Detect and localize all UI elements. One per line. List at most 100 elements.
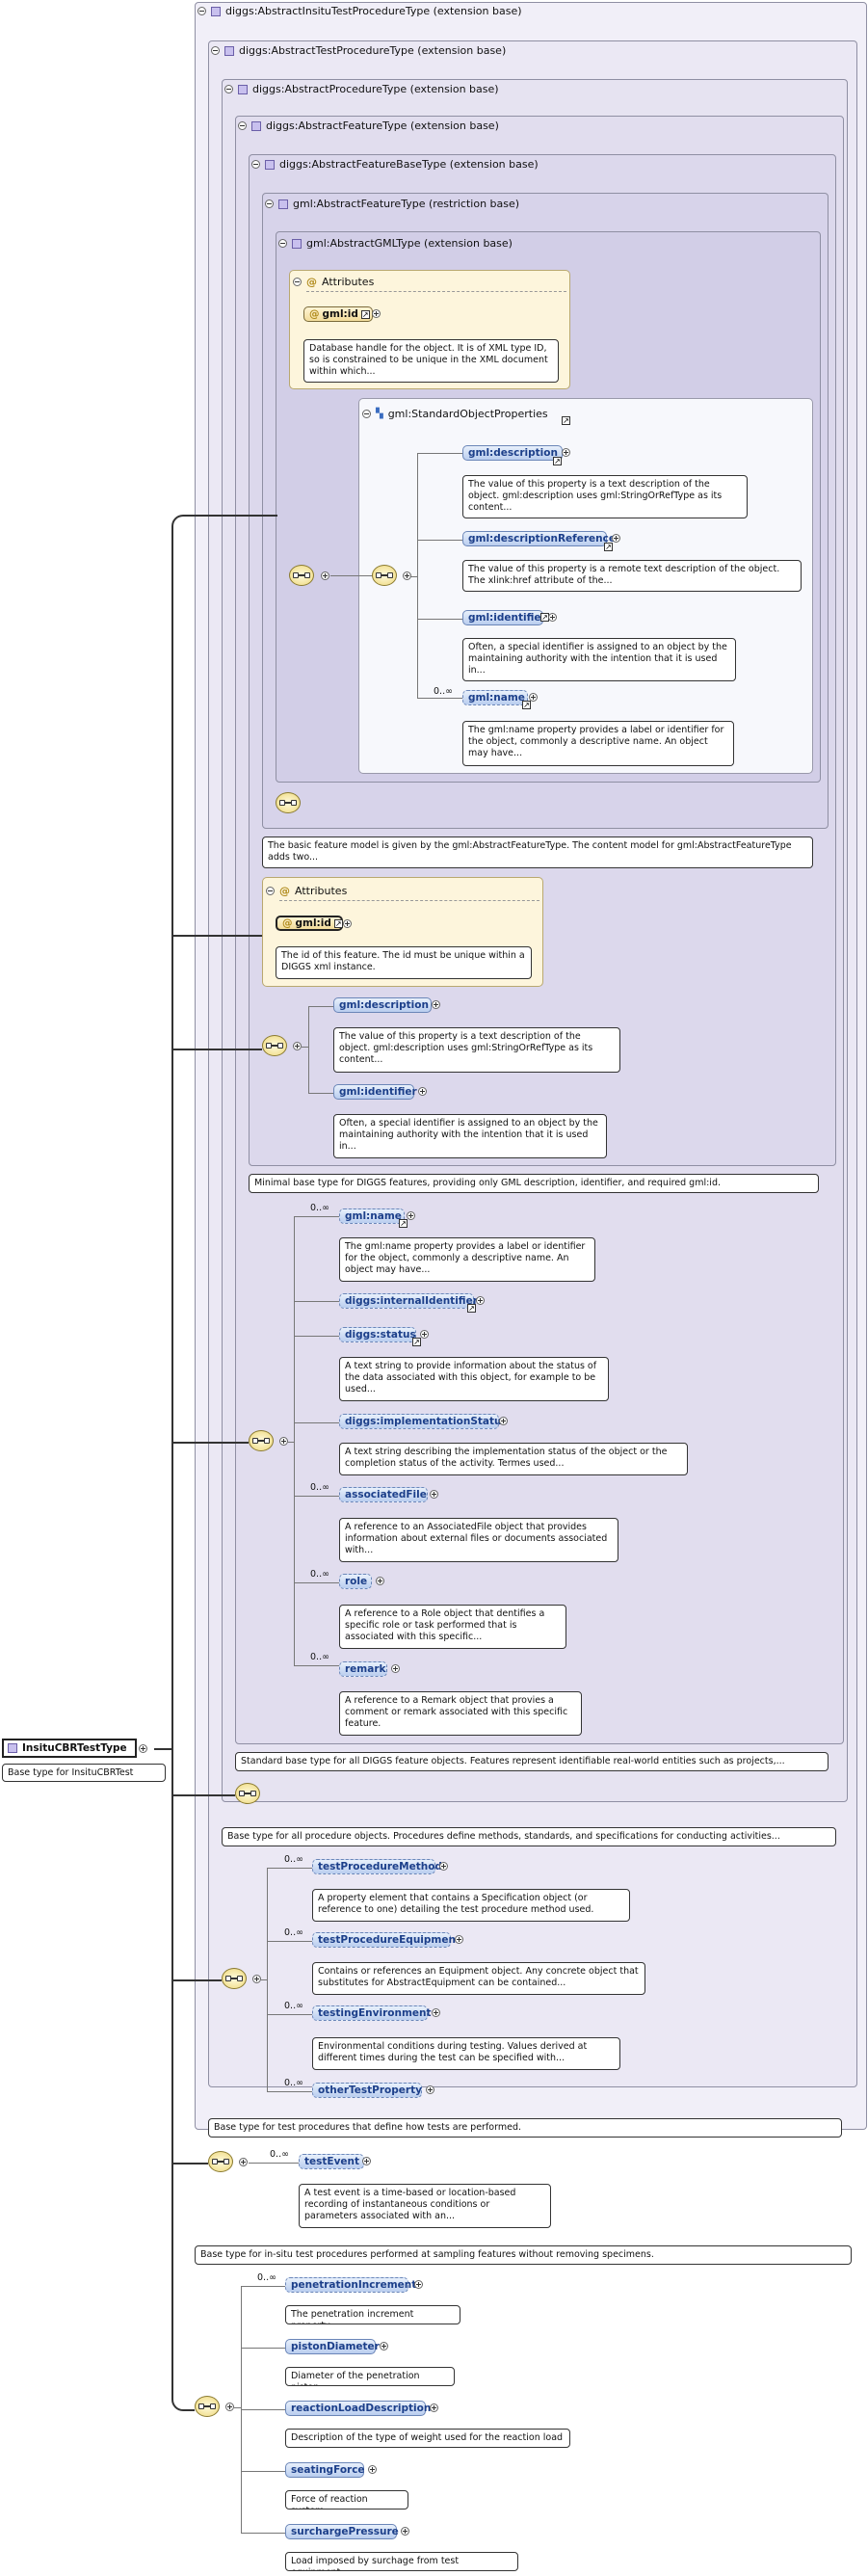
root-type-box[interactable]: InsituCBRTestType [2,1739,137,1758]
connector [173,2163,208,2164]
collapse-icon[interactable] [362,410,371,418]
link-icon[interactable]: ↗ [553,457,562,465]
collapse-icon[interactable] [251,160,260,169]
feature-el-4[interactable]: associatedFile [339,1487,428,1502]
sequence-icon[interactable] [208,2151,233,2172]
expand-icon[interactable] [499,1417,508,1425]
sequence-icon[interactable] [262,1035,287,1056]
expand-icon[interactable] [401,2527,409,2536]
expand-icon[interactable] [418,1087,427,1096]
expand-icon[interactable] [225,2403,234,2411]
link-icon[interactable]: ↗ [412,1338,421,1346]
frame-abstract-insitu-title[interactable]: diggs:AbstractInsituTestProcedureType (e… [197,5,522,17]
sequence-icon[interactable] [235,1783,260,1804]
sequence-icon[interactable] [249,1430,274,1451]
cbr-el-4[interactable]: surchargePressure [285,2524,399,2539]
frame-gml-feature-title[interactable]: gml:AbstractFeatureType (restriction bas… [265,198,519,210]
collapse-icon[interactable] [211,46,220,55]
cbr-el-3[interactable]: seatingForce [285,2462,365,2478]
expand-icon[interactable] [252,1975,261,1983]
sequence-icon[interactable] [195,2396,220,2417]
feature-el-3[interactable]: diggs:implementationStatus [339,1414,508,1429]
expand-icon[interactable] [293,1042,302,1050]
expand-icon[interactable] [432,2008,440,2017]
link-icon[interactable]: ↗ [522,701,531,709]
expand-icon[interactable] [426,2085,434,2094]
link-icon[interactable]: ↗ [562,416,570,425]
std-el-1[interactable]: gml:descriptionReference [462,531,616,546]
frame-abstract-test-title[interactable]: diggs:AbstractTestProcedureType (extensi… [211,44,506,57]
expand-icon[interactable] [432,1000,440,1009]
frame-gml-abstract-title[interactable]: gml:AbstractGMLType (extension base) [278,237,513,250]
frame-abstract-feature-base-title[interactable]: diggs:AbstractFeatureBaseType (extension… [251,158,539,171]
expand-icon[interactable] [372,309,381,318]
expand-icon[interactable] [414,2280,423,2289]
cbr-el-0[interactable]: penetrationIncrement [285,2277,416,2293]
collapse-icon[interactable] [293,278,302,286]
frame-abstract-procedure-title[interactable]: diggs:AbstractProcedureType (extension b… [224,83,499,95]
expand-icon[interactable] [439,1862,448,1871]
feature-el-0[interactable]: gml:name [339,1208,405,1224]
attr-gml-id-1[interactable]: @gml:id↗ [303,306,373,322]
feature-el-2[interactable]: diggs:status [339,1327,416,1342]
link-icon[interactable]: ↗ [333,918,343,928]
std-el-0[interactable]: gml:description [462,445,563,461]
expand-icon[interactable] [139,1744,147,1753]
std-props-title[interactable]: ▚gml:StandardObjectProperties [362,408,548,420]
sequence-icon[interactable] [222,1968,247,1989]
expand-icon[interactable] [455,1935,463,1944]
collapse-icon[interactable] [197,7,206,15]
cbr-el-2[interactable]: reactionLoadDescription [285,2401,431,2416]
expand-icon[interactable] [420,1330,429,1339]
feature-el-5[interactable]: role [339,1574,372,1589]
collapse-icon[interactable] [278,239,287,248]
cbr-el-1[interactable]: pistonDiameter [285,2339,380,2354]
sequence-icon[interactable] [372,565,397,586]
std-el-3[interactable]: gml:name [462,690,528,705]
expand-icon[interactable] [612,534,620,543]
expand-icon[interactable] [476,1296,485,1305]
collapse-icon[interactable] [266,887,275,895]
expand-icon[interactable] [321,571,329,580]
link-icon[interactable]: ↗ [467,1304,476,1313]
collapse-icon[interactable] [224,85,233,93]
expand-icon[interactable] [391,1664,400,1673]
collapse-icon[interactable] [238,121,247,130]
base-el-0[interactable]: gml:description [333,997,432,1013]
collapse-icon[interactable] [265,199,274,208]
test-el-2[interactable]: testingEnvironment [312,2005,432,2021]
expand-icon[interactable] [343,919,352,928]
insitu-el-0[interactable]: testEvent [299,2154,364,2169]
attributes-heading-1[interactable]: @Attributes [293,276,374,288]
sequence-icon[interactable] [276,792,301,813]
test-el-3[interactable]: otherTestProperty [312,2083,422,2098]
attributes-heading-2[interactable]: @Attributes [266,885,347,897]
expand-icon[interactable] [380,2342,388,2350]
expand-icon[interactable] [362,2157,371,2165]
expand-icon[interactable] [239,2158,248,2166]
expand-icon[interactable] [562,448,570,457]
connector [241,2286,287,2287]
feature-el-1[interactable]: diggs:internalIdentifier [339,1293,478,1309]
link-icon[interactable]: ↗ [604,543,613,551]
feature-el-6[interactable]: remark [339,1661,387,1677]
expand-icon[interactable] [368,2465,377,2474]
base-el-1[interactable]: gml:identifier [333,1084,417,1100]
std-el-2[interactable]: gml:identifier [462,610,546,625]
expand-icon[interactable] [529,693,538,702]
test-el-0[interactable]: testProcedureMethod [312,1859,442,1874]
expand-icon[interactable] [430,2403,438,2412]
expand-icon[interactable] [548,613,557,622]
test-el-1[interactable]: testProcedureEquipment [312,1932,460,1948]
connector [294,1496,340,1497]
expand-icon[interactable] [376,1577,384,1585]
expand-icon[interactable] [407,1211,415,1220]
link-icon[interactable]: ↗ [399,1219,408,1228]
expand-icon[interactable] [403,571,411,580]
expand-icon[interactable] [430,1490,438,1499]
frame-abstract-feature-title[interactable]: diggs:AbstractFeatureType (extension bas… [238,120,499,132]
sequence-icon[interactable] [289,565,314,586]
expand-icon[interactable] [279,1437,288,1446]
attr-gml-id-2[interactable]: @gml:id↗ [276,916,343,931]
link-icon[interactable]: ↗ [360,309,370,319]
